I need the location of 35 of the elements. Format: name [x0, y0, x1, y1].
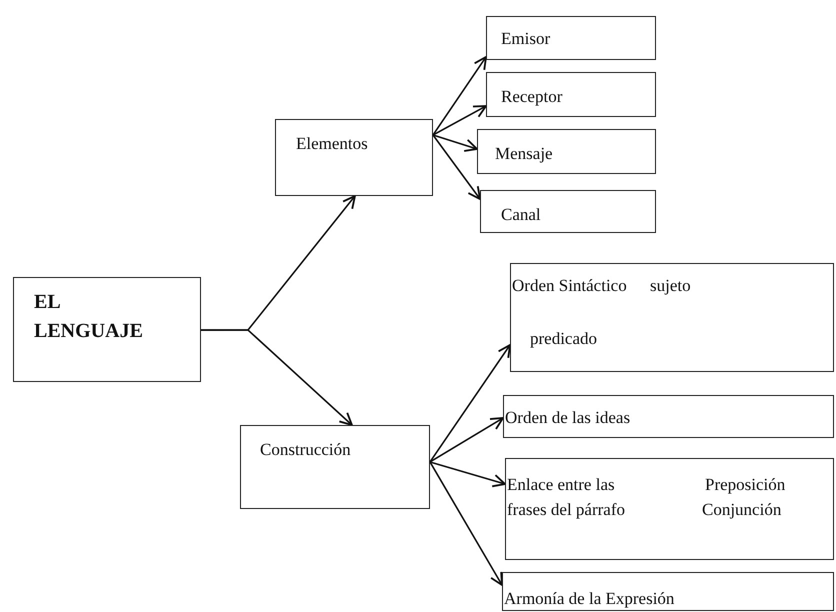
- arrow: [432, 134, 478, 152]
- node-text: Armonía de la Expresión: [504, 588, 676, 610]
- concept-box: [477, 129, 656, 174]
- arrow: [430, 461, 506, 488]
- node-text: Mensaje: [495, 143, 554, 165]
- arrow: [429, 462, 503, 586]
- arrow: [430, 417, 504, 463]
- node-text: Elementos: [296, 133, 369, 155]
- node-text: Preposición: [705, 474, 786, 496]
- concept-box: [480, 190, 656, 233]
- concept-box: [505, 458, 834, 560]
- node-text: Enlace entre las frases del párrafo: [507, 474, 626, 521]
- node-text: sujeto: [650, 275, 692, 297]
- concept-box: [13, 277, 201, 382]
- node-text: Emisor: [501, 28, 552, 50]
- concept-box: [486, 16, 656, 60]
- arrow: [201, 329, 353, 426]
- node-text: Orden de las ideas: [505, 407, 632, 429]
- node-text: Conjunción: [702, 499, 782, 521]
- node-text: Construcción: [260, 439, 352, 461]
- node-text: Receptor: [501, 86, 564, 108]
- arrow: [429, 344, 511, 462]
- node-text: EL LENGUAJE: [34, 290, 144, 344]
- concept-box: [502, 572, 834, 611]
- concept-box: [486, 72, 656, 117]
- concept-box: [503, 395, 834, 438]
- node-text: predicado: [530, 328, 598, 350]
- concept-box: [510, 263, 834, 372]
- node-text: Canal: [501, 204, 542, 226]
- arrow: [432, 134, 481, 200]
- arrow: [432, 105, 487, 136]
- node-text: Orden Sintáctico: [512, 275, 628, 297]
- arrow: [432, 56, 487, 136]
- concept-box: [240, 425, 430, 509]
- concept-box: [275, 119, 433, 196]
